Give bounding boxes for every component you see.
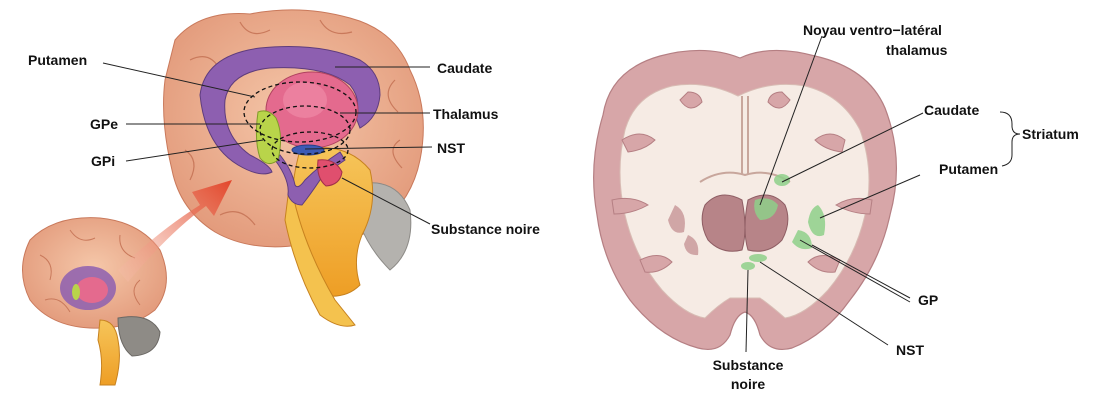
label-substance-noire-left: Substance noire (431, 221, 540, 237)
label-vl-line2: thalamus (886, 42, 947, 58)
label-nst-left: NST (437, 140, 465, 156)
label-gpi: GPi (91, 153, 115, 169)
section-caudate (774, 174, 790, 186)
inset-pallidum (72, 284, 80, 300)
white-matter (620, 84, 869, 318)
label-caudate-right: Caudate (924, 102, 979, 118)
inset-thalamus (76, 277, 108, 303)
section-substance-noire (741, 262, 755, 270)
section-nst (749, 254, 767, 262)
thalamus-highlight (283, 82, 327, 118)
label-caudate-left: Caudate (437, 60, 492, 76)
label-gp: GP (918, 292, 938, 308)
label-sn-line2: noire (708, 376, 788, 392)
whole-brain-inset (23, 218, 167, 385)
coronal-section (594, 50, 897, 349)
inset-brainstem (98, 320, 119, 385)
label-gpe: GPe (90, 116, 118, 132)
label-striatum: Striatum (1022, 126, 1079, 142)
label-thalamus: Thalamus (433, 106, 498, 122)
label-vl-line1: Noyau ventro−latéral (803, 22, 942, 38)
label-nst-right: NST (896, 342, 924, 358)
inset-cerebellum (118, 317, 160, 356)
label-sn-line1: Substance (708, 357, 788, 373)
label-putamen-right: Putamen (939, 161, 998, 177)
enlarged-brain-view (164, 10, 424, 326)
label-putamen-left: Putamen (28, 52, 87, 68)
